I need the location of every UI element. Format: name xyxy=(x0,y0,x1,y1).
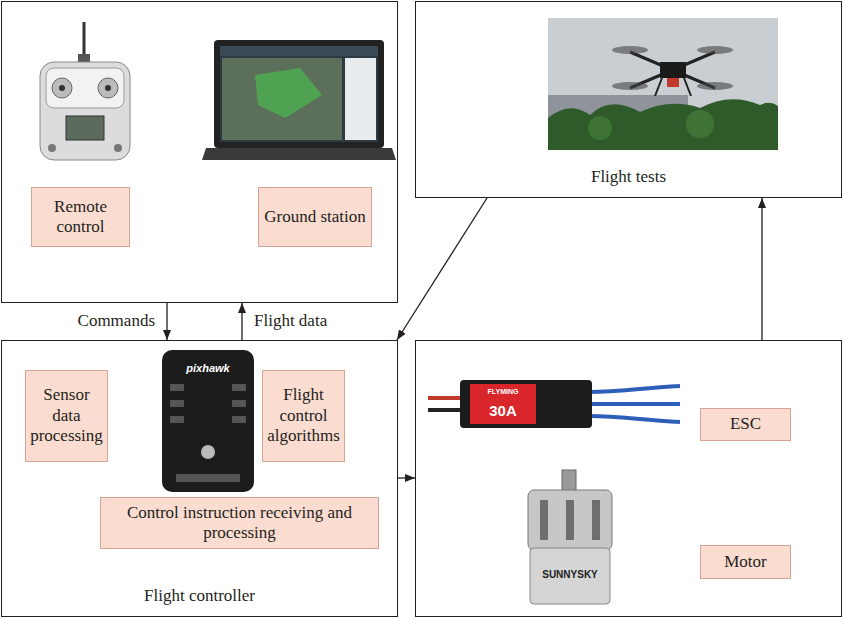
motor-wire xyxy=(590,386,680,392)
drone-body xyxy=(660,62,686,78)
arrow-connector xyxy=(166,303,167,340)
stick xyxy=(105,85,111,91)
stick-gimbal xyxy=(52,78,72,98)
laptop-screen xyxy=(220,46,378,142)
port xyxy=(232,384,246,391)
printed-mark: SUNNYSKY xyxy=(542,569,598,580)
process-box: Remote control xyxy=(31,187,130,247)
process-box: ESC xyxy=(700,408,791,441)
pixhawk-illustration xyxy=(162,350,254,492)
landing-leg xyxy=(655,78,662,96)
process-box: Sensor data processing xyxy=(25,370,108,462)
box-label: Sensor data processing xyxy=(30,385,103,446)
rotor xyxy=(697,46,733,54)
screen-toolbar xyxy=(220,46,378,56)
drone-arm xyxy=(630,52,715,88)
drone-arm xyxy=(630,52,715,88)
panel-box: Flight controller Sensor data processing F… xyxy=(1,340,398,617)
panel-box: Flight tests xyxy=(415,1,842,198)
process-box: Control instruction receiving and proces… xyxy=(100,497,379,549)
rotor xyxy=(612,46,648,54)
rotor xyxy=(612,82,648,90)
bell-slot xyxy=(592,500,600,540)
arrow-connector xyxy=(241,303,242,340)
laptop-lid xyxy=(214,40,384,148)
drone-payload xyxy=(667,78,679,87)
motor-wire xyxy=(590,416,680,422)
box-label: Flight controller xyxy=(144,586,255,606)
stick xyxy=(59,85,65,91)
laptop-base xyxy=(202,148,396,160)
status-led xyxy=(201,445,215,459)
esc-label-band xyxy=(470,384,536,424)
tree-crown xyxy=(588,116,612,140)
power-wire xyxy=(428,408,462,412)
printed-mark: FLYMING xyxy=(488,388,519,395)
port xyxy=(170,400,184,407)
esc-body xyxy=(460,380,592,428)
arrow-connector xyxy=(398,477,415,478)
remote-control-illustration xyxy=(40,22,130,160)
arrow-connector xyxy=(761,198,762,340)
arrow-connector xyxy=(397,198,487,340)
transmitter-body xyxy=(40,62,130,160)
port xyxy=(232,416,246,423)
lcd-screen xyxy=(66,116,104,140)
motor-base xyxy=(530,548,610,604)
edge-label: Flight data xyxy=(252,311,329,331)
map-view xyxy=(222,58,342,140)
port xyxy=(232,400,246,407)
process-box: Ground station xyxy=(258,187,372,247)
panel-box: ESC Motor xyxy=(415,340,842,617)
laptop-illustration xyxy=(202,40,396,160)
sky xyxy=(548,18,778,150)
tree-crown xyxy=(686,110,714,138)
bell-slot xyxy=(540,500,548,540)
process-box: Flight control algorithms xyxy=(262,370,345,462)
rotor xyxy=(697,82,733,90)
panel-box: Remote control Ground station xyxy=(1,1,398,303)
power-wire xyxy=(428,396,462,400)
box-label: Remote control xyxy=(37,197,124,238)
motor-illustration xyxy=(528,470,612,604)
landing-leg xyxy=(684,78,691,96)
port xyxy=(170,384,184,391)
port xyxy=(170,416,184,423)
motor-bell xyxy=(528,490,612,550)
trees xyxy=(548,99,778,150)
screen-sidebar xyxy=(345,58,376,140)
button xyxy=(48,144,56,152)
edge-label: Commands xyxy=(76,311,157,331)
stick-gimbal xyxy=(98,78,118,98)
button xyxy=(114,144,122,152)
process-box: Motor xyxy=(700,545,791,579)
esc-illustration xyxy=(428,380,680,428)
printed-mark: 30A xyxy=(489,402,517,419)
pixhawk-case xyxy=(162,350,254,492)
box-label: ESC xyxy=(730,414,761,434)
box-label: Motor xyxy=(724,552,767,572)
box-label: Flight tests xyxy=(591,167,666,187)
port xyxy=(176,474,240,482)
printed-mark: pixhawk xyxy=(186,362,229,374)
map-area xyxy=(255,68,322,118)
flight-test-photo xyxy=(548,18,778,150)
box-label: Ground station xyxy=(264,207,366,227)
box-label: Flight control algorithms xyxy=(267,385,340,446)
bell-slot xyxy=(566,500,574,540)
motor-wire xyxy=(590,402,680,406)
box-label: Control instruction receiving and proces… xyxy=(106,503,373,544)
motor-shaft xyxy=(562,470,576,492)
stick-panel xyxy=(46,68,124,108)
